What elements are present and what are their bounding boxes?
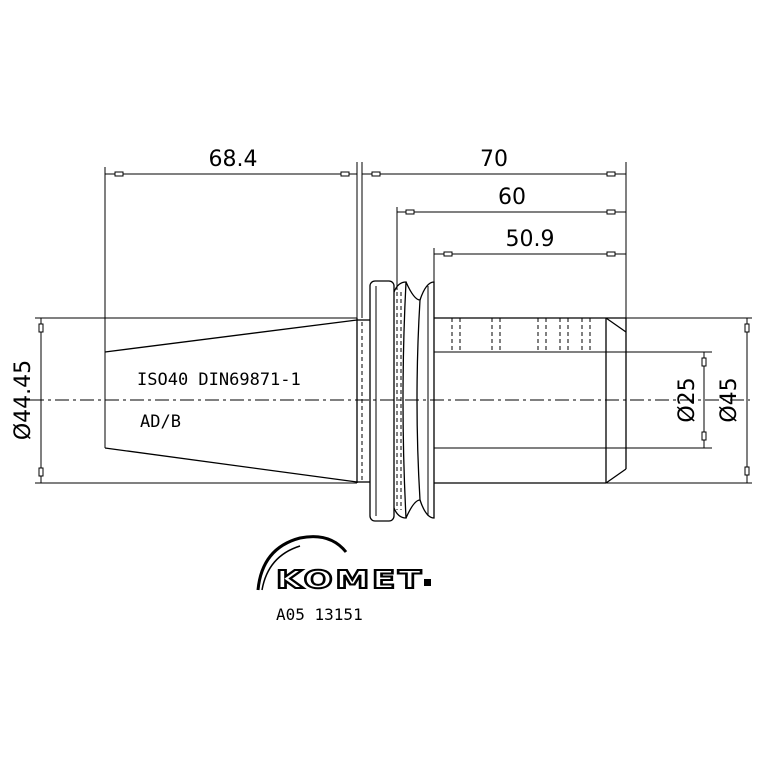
dimension-label-68-4: 68.4 [209,147,258,172]
logo-arc-inner [261,545,301,591]
taper-lower-edge [104,447,358,483]
arrow-tick [340,171,350,177]
arrow-tick [701,431,707,441]
dimension-60: 60 [396,185,626,290]
standard-label: ISO40 DIN69871-1 [137,370,301,390]
arrow-tick [606,251,616,257]
arrow-tick [371,171,381,177]
logo-wordmark: KOMET [276,565,424,594]
logo-arc [256,535,348,591]
arrow-tick [114,171,124,177]
arrow-tick [744,323,750,333]
arrow-tick [443,251,453,257]
logo-registered-mark [424,579,431,586]
dimension-50-9: 50.9 [433,227,626,290]
arrow-tick [38,323,44,333]
dimension-label-50-9: 50.9 [506,227,555,252]
flange-collar [369,280,395,522]
taper-shank [104,318,370,483]
v-groove-left [393,281,407,519]
dimension-68-4: 68.4 [104,147,358,448]
flange [369,280,435,522]
arrow-tick [405,209,415,215]
chamfer-top [605,317,627,333]
form-label: AD/B [140,412,181,432]
dimension-label-60: 60 [498,185,526,210]
arrow-tick [744,466,750,476]
arrow-tick [606,171,616,177]
arrow-tick [606,209,616,215]
part-number: A05 13151 [276,605,363,624]
komet-logo: KOMET [256,535,431,595]
v-groove-center [405,281,421,519]
arrow-tick [701,357,707,367]
adapter-body [434,317,627,484]
v-groove-right [419,281,435,519]
arrow-tick [38,467,44,477]
dimension-label-70: 70 [480,147,508,172]
taper-upper-edge [104,319,358,353]
dimension-70: 70 [361,147,627,318]
chamfer-bottom [605,468,627,484]
